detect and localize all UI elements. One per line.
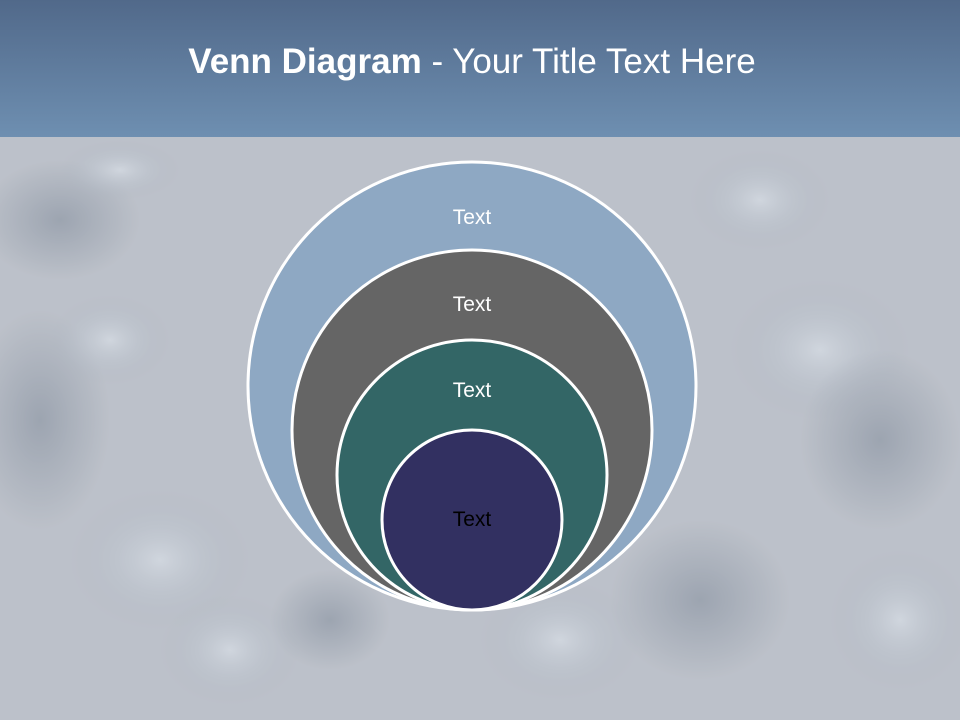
circle-inner-shape xyxy=(380,428,564,612)
title-rest-text: - Your Title Text Here xyxy=(421,42,756,81)
circle-third-label: Text xyxy=(453,379,492,402)
title-bar xyxy=(0,0,960,137)
slide-title: Venn Diagram - Your Title Text Here xyxy=(0,40,944,84)
title-bold-text: Venn Diagram xyxy=(188,42,422,81)
circle-outer-label: Text xyxy=(453,206,492,229)
circle-inner-label: Text xyxy=(453,508,492,531)
circle-inner[interactable]: Text xyxy=(380,428,564,612)
circle-second-label: Text xyxy=(453,293,492,316)
